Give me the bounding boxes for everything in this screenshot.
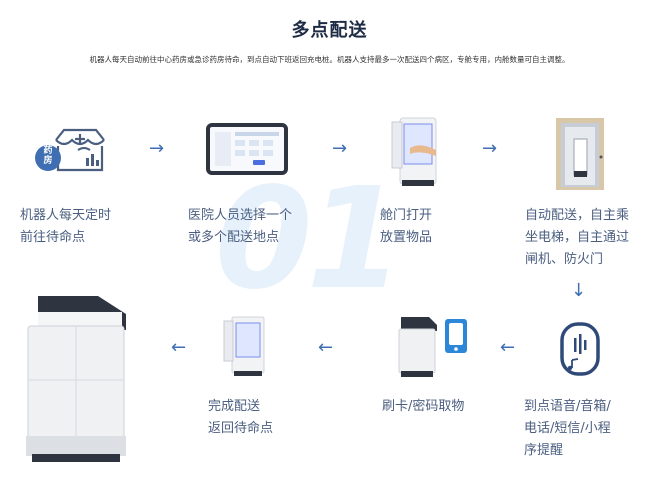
arrow-right-icon: →: [149, 138, 165, 159]
step-3-text: 舱门打开 放置物品: [380, 208, 433, 245]
robot-open-door-icon: [390, 114, 446, 190]
arrow-left-icon: ←: [500, 337, 516, 358]
robot-card-icon: [395, 313, 475, 383]
page-subtitle: 机器人每天自动前往中心药房或急诊药房待命，到点自动下班返回充电桩。机器人支持最多…: [89, 55, 570, 64]
watermark-number: 01: [215, 158, 404, 321]
pharmacy-icon: [34, 116, 114, 180]
step-5-text: 到点语音/音箱/ 电话/短信/小程 序提醒: [524, 399, 611, 458]
step-1-text: 机器人每天定时 前往待命点: [20, 208, 112, 245]
tablet-icon: [205, 122, 289, 176]
step-6-text: 刷卡/密码取物: [382, 399, 465, 414]
step-4-text: 自动配送，自主乘 坐电梯，自主通过 闸机、防火门: [525, 208, 630, 267]
step-2-text: 医院人员选择一个 或多个配送地点: [188, 208, 293, 245]
arrow-left-icon: ←: [318, 337, 334, 358]
robot-open-door-icon: [222, 313, 272, 379]
arrow-left-icon: ←: [171, 337, 187, 358]
pharmacy-badge-label: 药 房: [43, 146, 53, 166]
arrow-right-icon: →: [482, 138, 498, 159]
arrow-down-icon: ↓: [571, 280, 587, 301]
voice-speaker-icon: [558, 322, 602, 376]
arrow-right-icon: →: [332, 138, 348, 159]
elevator-icon: [555, 117, 605, 191]
step-7-text: 完成配送 返回待命点: [208, 399, 274, 436]
page-title: 多点配送: [291, 20, 368, 41]
delivery-robot-icon: [22, 290, 127, 465]
